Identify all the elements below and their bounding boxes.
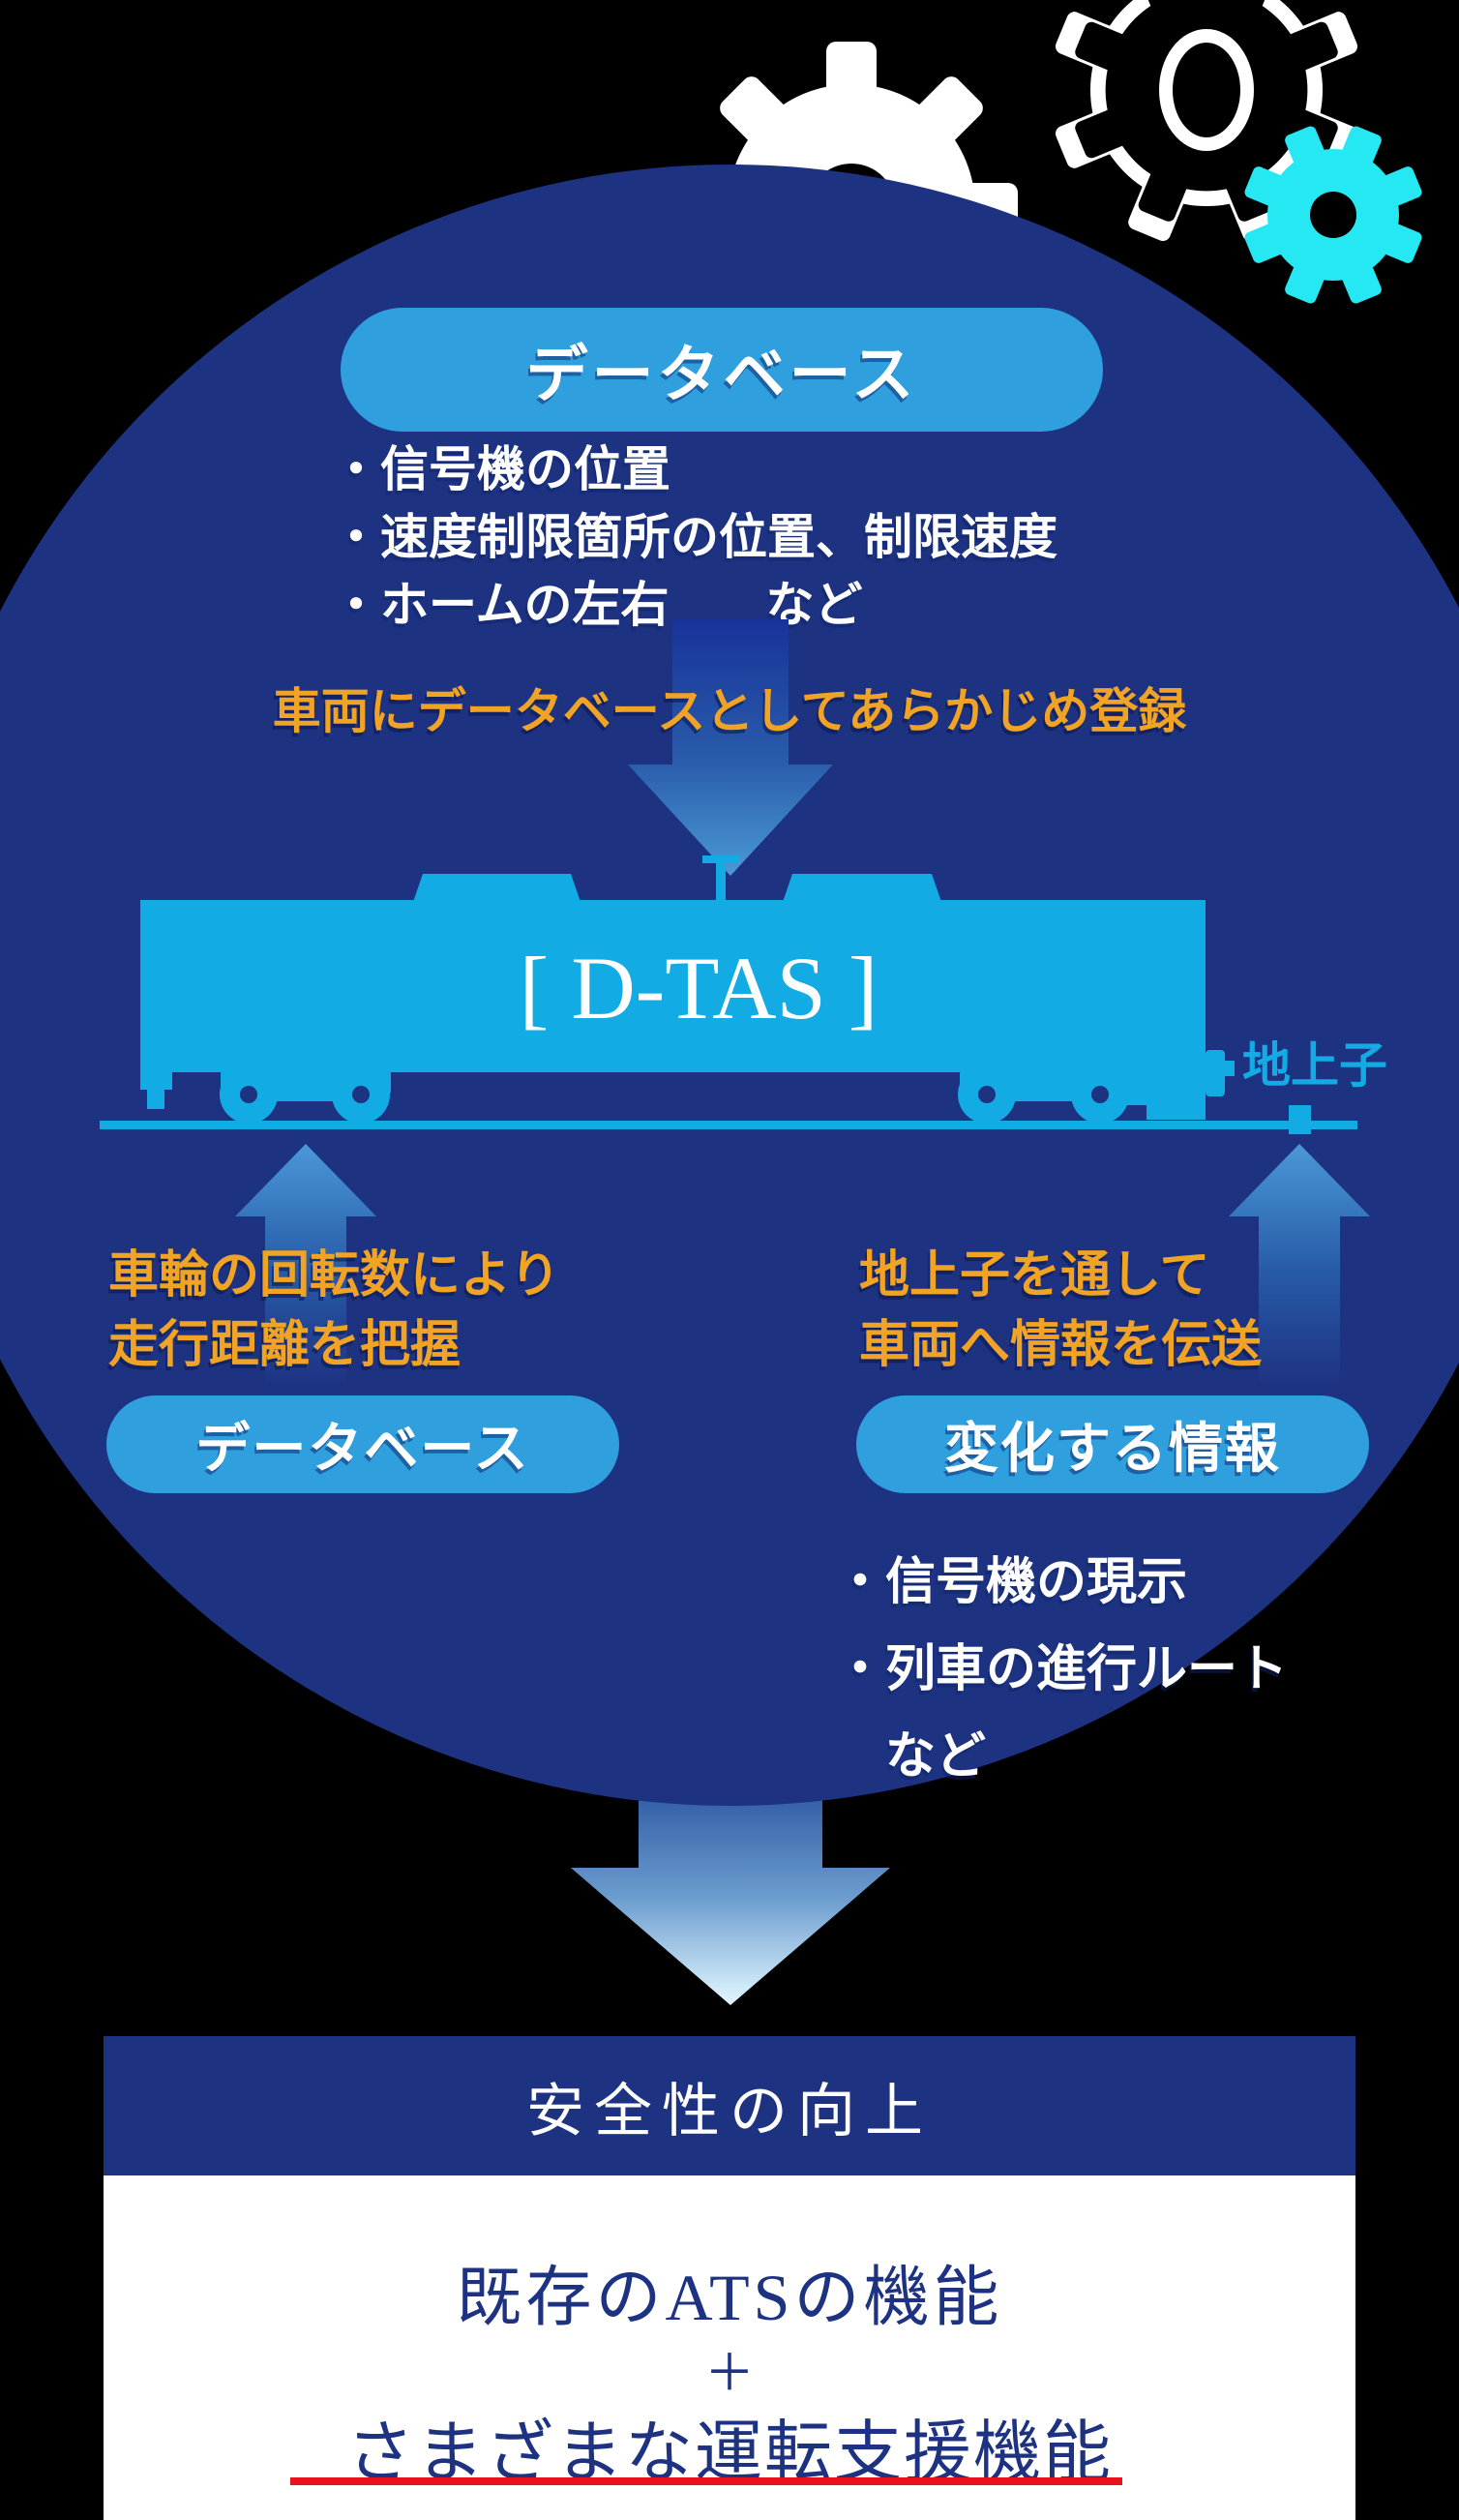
list-item: ・速度制限箇所の位置、制限速度: [332, 510, 1057, 564]
train-illustration: [ D-TAS ] 地上子: [100, 855, 1387, 1134]
database-pill-top: データベース: [341, 308, 1103, 432]
wheel-caption: 車輪の回転数により 走行距離を把握: [108, 1241, 560, 1380]
small-gear-icon: [1244, 126, 1422, 304]
changing-info-pill: 変化する情報: [856, 1395, 1369, 1493]
wheel-caption-line1: 車輪の回転数により: [108, 1247, 560, 1304]
onboard-database-pill: データベース: [106, 1395, 619, 1493]
rail-line: [100, 1121, 1357, 1129]
changing-info-pill-label: 変化する情報: [944, 1418, 1281, 1479]
red-underline: [290, 2477, 1122, 2485]
onboard-database-pill-label: データベース: [195, 1418, 530, 1479]
database-item-list: ・信号機の位置 ・速度制限箇所の位置、制限速度 ・ホームの左右 など: [332, 435, 1057, 639]
outline-gear-icon: [1055, 0, 1358, 242]
plus-sign: ＋: [703, 2347, 755, 2402]
list-item: など: [835, 1728, 987, 1785]
list-item: ・列車の進行ルート: [835, 1641, 1289, 1697]
balise-caption-line2: 車両へ情報を伝送: [859, 1317, 1263, 1373]
up-arrow-right-icon: [1229, 1144, 1370, 1398]
train-label: [ D-TAS ]: [520, 939, 878, 1037]
changing-item-list: ・信号機の現示 ・列車の進行ルート など: [835, 1539, 1288, 1800]
balise: [1289, 1105, 1311, 1134]
wheel-caption-line2: 走行距離を把握: [108, 1317, 462, 1373]
down-arrow-icon: [628, 619, 833, 876]
balise-caption-line1: 地上子を通して: [859, 1247, 1210, 1304]
balise-label: 地上子: [1242, 1038, 1387, 1093]
result-line-ats: 既存のATSの機能: [456, 2261, 1003, 2334]
result-box: 安全性の向上 既存のATSの機能 ＋ さまざまな運転支援機能: [104, 2036, 1355, 2520]
result-header: 安全性の向上: [104, 2036, 1355, 2175]
register-caption: 車両にデータベースとしてあらかじめ登録: [272, 684, 1187, 738]
database-pill-top-label: データベース: [525, 340, 918, 409]
list-item: ・信号機の現示: [835, 1554, 1188, 1610]
result-header-label: 安全性の向上: [526, 2079, 933, 2144]
balise-caption: 地上子を通して 車両へ情報を伝送: [859, 1241, 1262, 1380]
list-item: ・信号機の位置: [332, 442, 670, 496]
up-arrow-left-icon: [235, 1144, 376, 1398]
